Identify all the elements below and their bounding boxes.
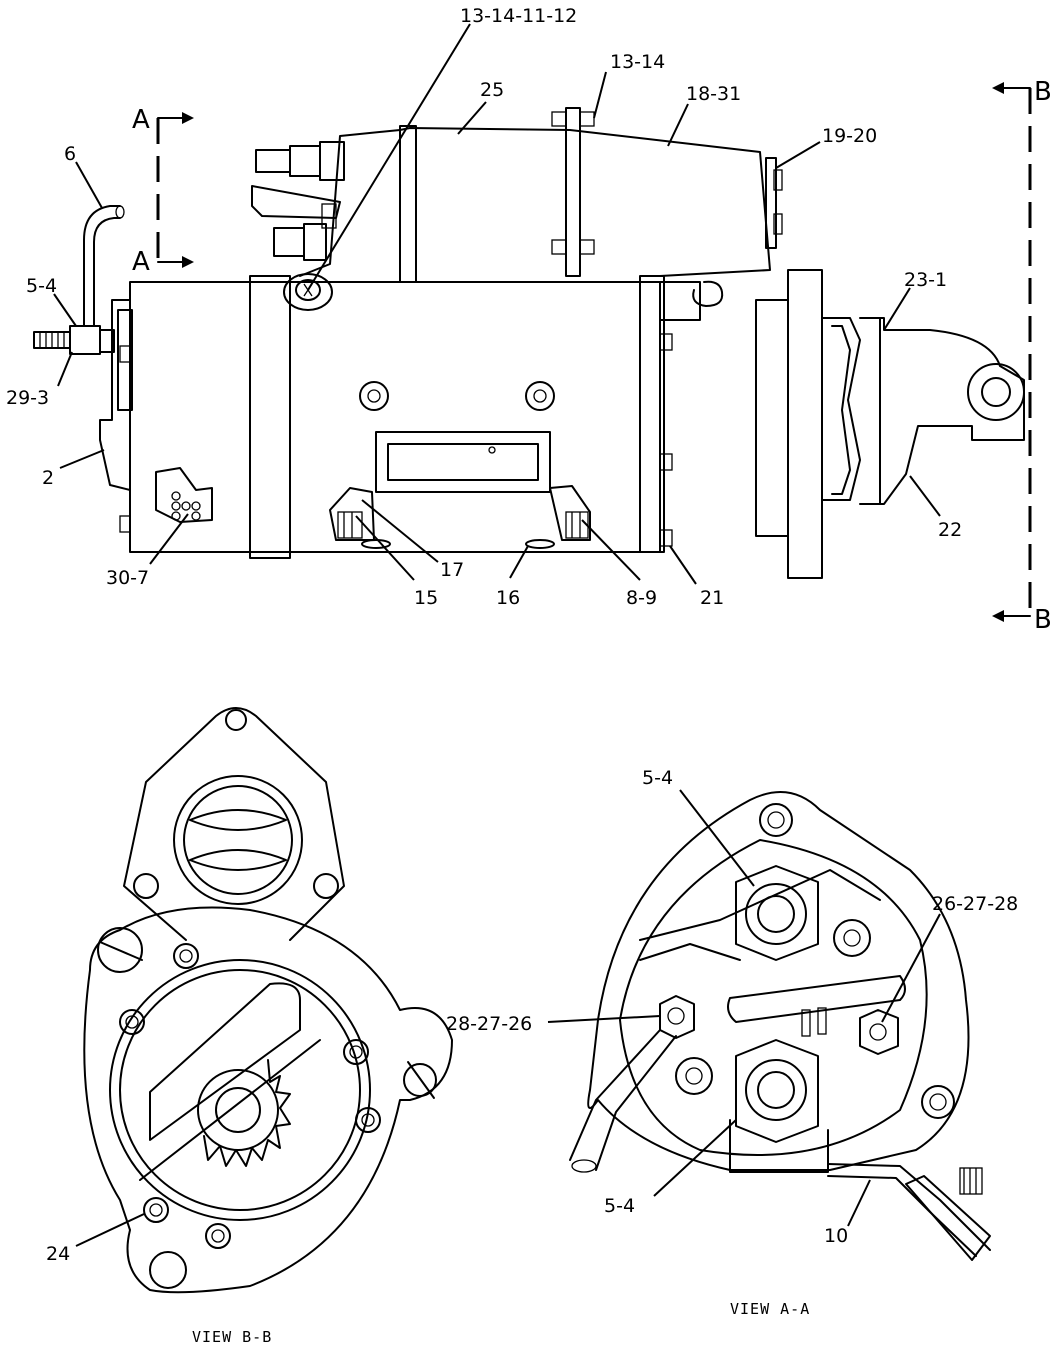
label-24: 24: [46, 1243, 70, 1265]
label-2: 2: [42, 467, 54, 489]
label-8-9: 8-9: [626, 587, 657, 609]
label-25: 25: [480, 79, 504, 101]
view-aa-drawing: [569, 791, 991, 1261]
section-a-bottom: A: [132, 247, 150, 277]
label-6: 6: [64, 143, 76, 165]
section-b-top: B: [1034, 77, 1052, 107]
label-23-1: 23-1: [904, 269, 947, 291]
label-5-4-a2: 5-4: [604, 1195, 635, 1217]
label-28-27-26: 28-27-26: [446, 1013, 532, 1035]
leader-lines-top: [53, 23, 941, 585]
label-13-14: 13-14: [610, 51, 665, 73]
label-16: 16: [496, 587, 520, 609]
part-labels-aa: 5-4 26-27-28 28-27-26 5-4 10 VIEW A-A: [446, 767, 1018, 1318]
label-13-14-11-12: 13-14-11-12: [460, 5, 577, 27]
label-26-27-28: 26-27-28: [932, 893, 1018, 915]
section-b-bottom: B: [1034, 605, 1052, 635]
section-a-top: A: [132, 105, 150, 135]
part-labels-top: 13-14-11-12 13-14 25 18-31 19-20 6 5-4 2…: [6, 5, 962, 609]
section-marks: A A B B: [132, 77, 1052, 635]
label-29-3: 29-3: [6, 387, 49, 409]
label-21: 21: [700, 587, 724, 609]
label-30-7: 30-7: [106, 567, 149, 589]
label-15: 15: [414, 587, 438, 609]
label-18-31: 18-31: [686, 83, 741, 105]
label-5-4-a1: 5-4: [642, 767, 673, 789]
label-10: 10: [824, 1225, 848, 1247]
view-bb-drawing: 24 VIEW B-B: [46, 707, 453, 1346]
view-aa-title: VIEW A-A: [730, 1300, 810, 1318]
label-19-20: 19-20: [822, 125, 877, 147]
leader-lines-aa: [547, 789, 941, 1227]
starter-side-view: [33, 107, 1025, 579]
label-5-4-top: 5-4: [26, 275, 57, 297]
view-bb-title: VIEW B-B: [192, 1328, 272, 1346]
label-22: 22: [938, 519, 962, 541]
label-17: 17: [440, 559, 464, 581]
